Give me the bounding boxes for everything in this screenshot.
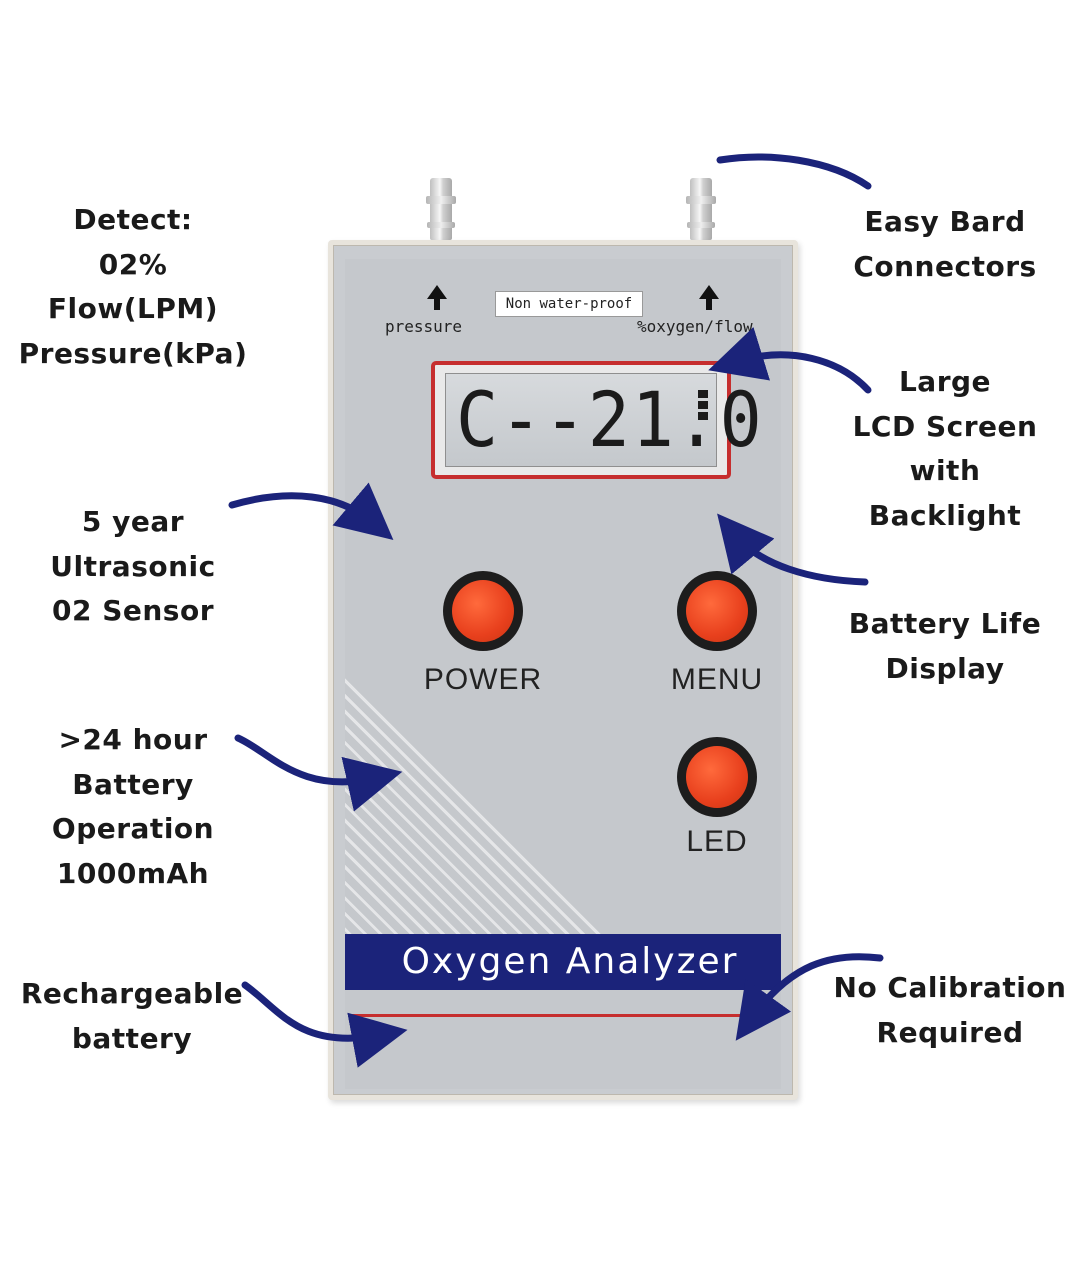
callout-calibration: No Calibration Required	[830, 966, 1070, 1055]
stripe-decoration	[345, 677, 615, 947]
callout-line: LCD Screen	[852, 409, 1038, 443]
callout-line: 1000mAh	[56, 856, 210, 890]
callout-line: Ultrasonic	[50, 549, 216, 583]
lcd-bezel: C--21.0	[431, 361, 762, 479]
callout-connectors: Easy Bard Connectors	[830, 200, 1060, 289]
callout-lcd: Large LCD Screen with Backlight	[830, 360, 1060, 538]
power-button[interactable]	[443, 571, 523, 651]
callout-line: battery	[71, 1021, 193, 1055]
callout-line: Detect:	[73, 203, 193, 236]
callout-line: No Calibration	[833, 971, 1067, 1004]
callout-line: Required	[876, 1015, 1024, 1049]
callout-sensor: 5 year Ultrasonic 02 Sensor	[18, 500, 248, 634]
arrow-connectors-icon	[716, 153, 872, 190]
callout-line: 02 Sensor	[51, 594, 214, 627]
callout-line: with	[909, 454, 981, 487]
callout-line: Easy Bard	[864, 205, 1026, 238]
callout-line: Backlight	[868, 498, 1022, 532]
callout-line: 02%	[98, 247, 168, 281]
oxygen-port-arrow-icon	[699, 285, 719, 310]
callout-line: Large	[898, 365, 992, 398]
led-button[interactable]	[677, 737, 757, 817]
callout-line: Connectors	[853, 249, 1037, 283]
callout-rechargeable: Rechargeable battery	[14, 972, 250, 1061]
callout-line: Pressure(kPa)	[18, 336, 248, 370]
battery-level-icon	[698, 390, 708, 423]
callout-battery-operation: >24 hour Battery Operation 1000mAh	[18, 718, 248, 896]
callout-line: Battery	[72, 767, 194, 801]
power-label: POWER	[423, 663, 543, 696]
menu-button[interactable]	[677, 571, 757, 651]
callout-detect: Detect: 02% Flow(LPM) Pressure(kPa)	[18, 198, 248, 376]
oxygen-flow-connector	[686, 178, 716, 240]
oxygen-analyzer-device: pressure Non water-proof %oxygen/flow C-…	[328, 240, 798, 1100]
callout-line: Battery Life	[848, 607, 1042, 640]
lcd-screen: C--21.0	[445, 373, 762, 467]
callout-line: >24 hour	[58, 723, 208, 756]
waterproof-label: Non water-proof	[495, 291, 643, 317]
oxygen-flow-port-label: %oxygen/flow	[637, 317, 753, 336]
red-divider	[349, 1014, 781, 1017]
pressure-port-label: pressure	[385, 317, 463, 336]
callout-line: 5 year	[81, 505, 185, 538]
callout-line: Flow(LPM)	[47, 292, 219, 325]
device-face: pressure Non water-proof %oxygen/flow C-…	[345, 259, 781, 1089]
menu-label: MENU	[670, 663, 764, 696]
callout-line: Rechargeable	[20, 977, 244, 1010]
callout-line: Operation	[51, 812, 215, 845]
pressure-port-arrow-icon	[427, 285, 447, 310]
lcd-reading: C--21.0	[456, 375, 764, 464]
pressure-connector	[426, 178, 456, 240]
callout-line: Display	[885, 651, 1005, 685]
brand-banner: Oxygen Analyzer	[345, 934, 781, 990]
callout-battery-life: Battery Life Display	[830, 602, 1060, 691]
led-label: LED	[686, 825, 748, 858]
